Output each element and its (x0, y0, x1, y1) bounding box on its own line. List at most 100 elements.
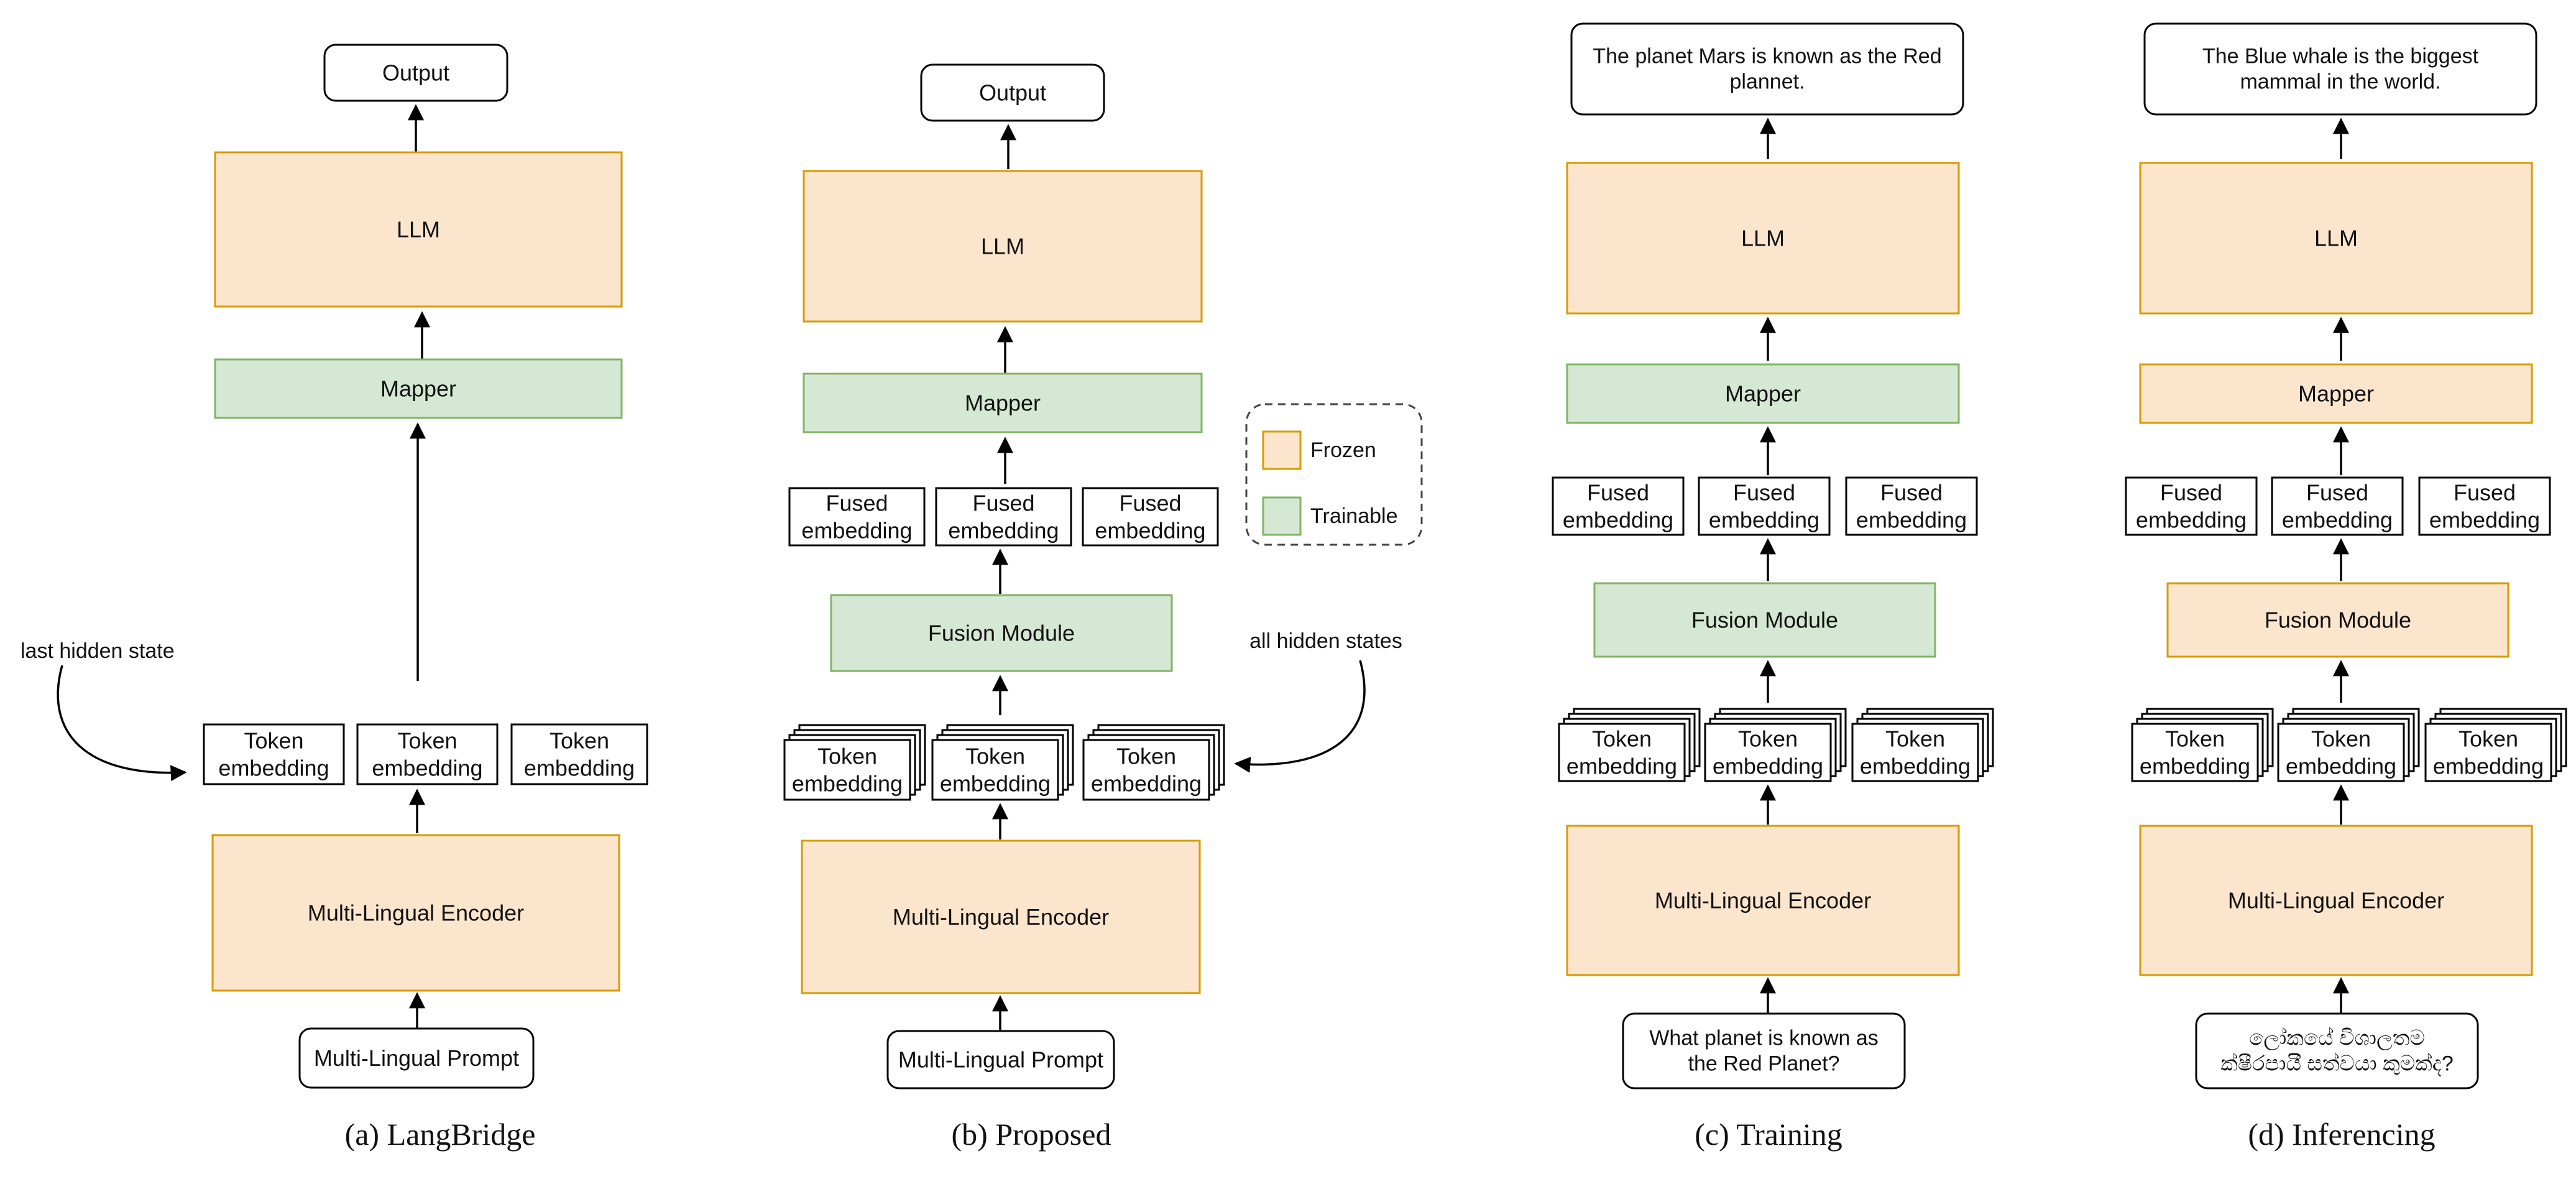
panel-d-fused-embedding-3-text: embedding (2429, 507, 2540, 532)
panel-d-token-embedding-stack-3-text: Token (2459, 726, 2518, 752)
panel-b-encoder-text: Multi-Lingual Encoder (893, 904, 1109, 930)
panel-c-fusion-module-text: Fusion Module (1691, 608, 1838, 633)
panel-b-fusion-module-shape (830, 594, 1173, 672)
panel-b-prompt: Multi-Lingual Prompt (886, 1030, 1115, 1089)
panel-c-output: The planet Mars is known as the Redplann… (1570, 22, 1964, 116)
panel-a-output: Output (323, 44, 508, 102)
panel-a-token-embedding-2-text: Token (397, 728, 457, 754)
panel-c-output-text: plannet. (1730, 70, 1805, 94)
panel-c-token-embedding-stack-2-text: Token (1738, 726, 1798, 752)
panel-b-llm: LLM (803, 170, 1203, 323)
panel-a-mapper: Mapper (214, 358, 623, 419)
panel-b-fused-embedding-1-text: embedding (801, 517, 912, 543)
panel-d-token-embedding-stack-2-shape (2277, 723, 2405, 782)
panel-c-output-text: The planet Mars is known as the Red (1593, 44, 1941, 68)
panel-d-fusion-module-shape (2166, 582, 2509, 658)
panel-c-llm-text: LLM (1741, 226, 1785, 251)
panel-b-mapper-text: Mapper (965, 391, 1041, 416)
panel-c-mapper: Mapper (1566, 363, 1960, 424)
panel-c-token-embedding-stack-3-text: embedding (1860, 753, 1971, 779)
panel-d-output-text: mammal in the world. (2240, 70, 2440, 94)
panel-c-token-embedding-stack-1-text: embedding (1566, 753, 1677, 779)
panel-a-prompt: Multi-Lingual Prompt (298, 1027, 535, 1089)
panel-d-encoder: Multi-Lingual Encoder (2139, 825, 2533, 976)
panel-d-mapper: Mapper (2139, 363, 2533, 424)
panel-a-llm-text: LLM (397, 217, 440, 243)
panel-d-fused-embedding-1-shape (2125, 476, 2258, 536)
panel-a-output-shape (323, 44, 508, 102)
panel-d-token-embedding-stack-2-text: Token (2311, 726, 2371, 752)
panel-a-prompt-text: Multi-Lingual Prompt (314, 1045, 519, 1071)
panel-c-fusion-module-shape (1593, 582, 1936, 658)
panel-b-mapper-shape (803, 372, 1203, 433)
panel-b-mapper: Mapper (803, 372, 1203, 433)
panel-c-output-shape (1570, 22, 1964, 116)
panel-c-fused-embedding-2-shape (1698, 476, 1831, 536)
panel-c-input-shape (1622, 1012, 1906, 1089)
panel-a-last-hidden-state-arrow (57, 665, 187, 782)
panel-b-output-shape (920, 63, 1105, 122)
panel-b-prompt-shape (886, 1030, 1115, 1089)
panel-b-all-hidden-states-arrow (1234, 660, 1366, 773)
panel-b-token-embedding-stack-2-shape (931, 739, 1059, 801)
panel-a-mapper-shape (214, 358, 623, 419)
legend-border (1245, 403, 1423, 546)
panel-c-fused-embedding-1-shape (1552, 476, 1685, 536)
panel-a-token-embedding-3-text: Token (550, 728, 609, 754)
panel-d-token-embedding-stack-1-shape (2131, 723, 2259, 782)
panel-b-all-hidden-states-label: all hidden states (1249, 629, 1402, 653)
panel-d-token-embedding-stack-1-text: Token (2165, 726, 2225, 752)
panel-b-fused-embedding-2-text: embedding (948, 517, 1059, 543)
panel-a-encoder-text: Multi-Lingual Encoder (308, 900, 524, 926)
panel-b-output: Output (920, 63, 1105, 122)
panel-c-token-embedding-stack-3-text: Token (1885, 726, 1945, 752)
panel-c-fused-embedding-1-text: embedding (1563, 507, 1673, 532)
panel-c-llm-shape (1566, 162, 1960, 315)
panel-d-token-embedding-stack-1-text: embedding (2140, 753, 2250, 779)
panel-a-token-embedding-3-shape (510, 723, 648, 785)
panel-b-fused-embedding-2-text: Fused (972, 491, 1034, 516)
panel-a-llm: LLM (214, 151, 623, 308)
panel-d-llm: LLM (2139, 162, 2533, 315)
panel-b-encoder-shape (801, 839, 1201, 994)
panel-a-token-embedding-2-text: embedding (372, 755, 482, 780)
panel-c-fused-embedding-3-text: embedding (1856, 507, 1967, 532)
panel-b-token-embedding-stack-1-text: embedding (792, 770, 903, 796)
panel-d-token-embedding-stack-3-shape (2424, 723, 2552, 782)
panel-d-fused-embedding-1-text: embedding (2136, 507, 2247, 532)
panel-c-input-text: What planet is known as (1649, 1026, 1879, 1050)
panel-b-caption: (b) Proposed (952, 1117, 1111, 1152)
panel-b-token-embedding-stack-1-shape (783, 739, 911, 801)
panel-c-token-embedding-stack-2-shape (1704, 723, 1832, 782)
panel-d-caption: (d) Inferencing (2248, 1117, 2435, 1152)
panel-a-caption: (a) LangBridge (345, 1117, 536, 1152)
panel-c-encoder-shape (1566, 825, 1960, 976)
legend-trainable-swatch (1262, 496, 1302, 536)
panel-b-encoder: Multi-Lingual Encoder (801, 839, 1201, 994)
panel-d-output-shape (2143, 22, 2537, 116)
panel-c-mapper-shape (1566, 363, 1960, 424)
panel-b-token-embedding-stack-2-text: Token (965, 744, 1025, 769)
panel-c-fused-embedding-2-text: embedding (1709, 507, 1819, 532)
panel-b-token-embedding-stack-3-shape (1082, 739, 1210, 801)
panel-d-fused-embedding-3-text: Fused (2454, 480, 2516, 506)
panel-a-token-embedding-1-text: embedding (218, 755, 329, 780)
panel-d-llm-text: LLM (2314, 226, 2358, 251)
panel-d-fused-embedding-2-shape (2271, 476, 2404, 536)
panel-d-token-embedding-stack-2-text: embedding (2286, 753, 2396, 779)
panel-a-token-embedding-3-text: embedding (524, 755, 635, 780)
panel-c-input-text: the Red Planet? (1688, 1052, 1840, 1076)
panel-c-encoder-text: Multi-Lingual Encoder (1655, 888, 1871, 913)
panel-c-mapper-text: Mapper (1725, 381, 1801, 407)
